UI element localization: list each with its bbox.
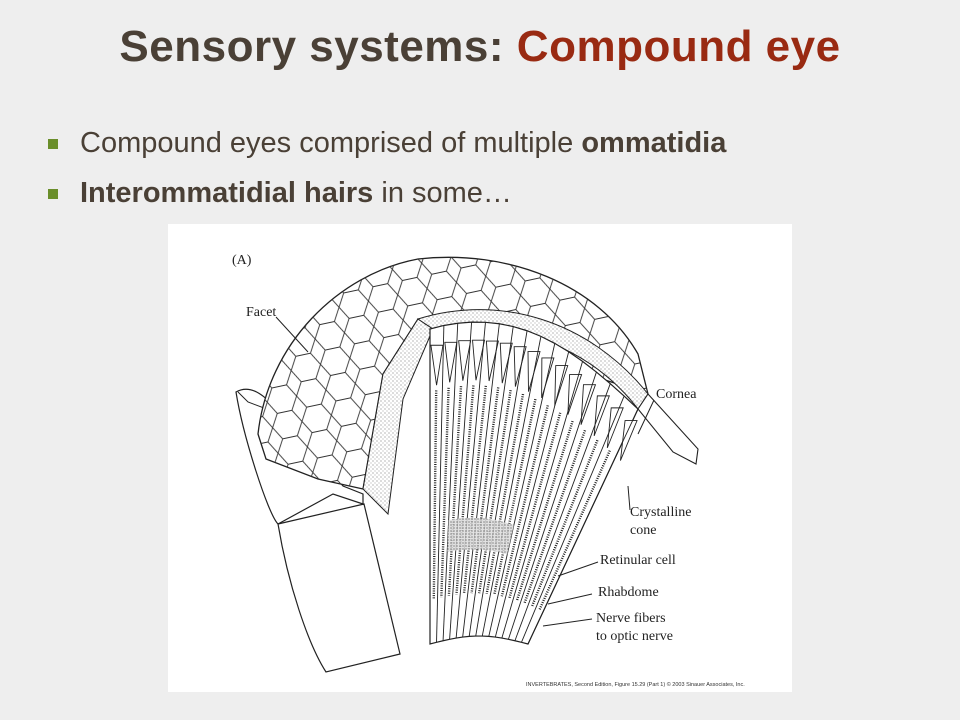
label-nerve-fibers: Nerve fibers <box>596 611 666 626</box>
compound-eye-diagram: (A) Facet Cornea Crystalline <box>168 224 792 692</box>
bullet-list: Compound eyes comprised of multiple omma… <box>48 118 726 218</box>
svg-text:(A): (A) <box>232 253 252 268</box>
compound-eye-figure: (A) Facet Cornea Crystalline <box>168 224 792 692</box>
bullet-text: Interommatidial hairs in some… <box>80 177 512 210</box>
label-nerve-fibers-2: to optic nerve <box>596 629 673 644</box>
bullet-square-icon <box>48 139 58 149</box>
panel-label: (A) <box>232 253 252 268</box>
figure-credit: INVERTEBRATES, Second Edition, Figure 15… <box>526 681 745 688</box>
label-cornea: Cornea <box>656 387 697 402</box>
cornea-flange <box>638 394 698 464</box>
bullet-item: Compound eyes comprised of multiple omma… <box>48 118 726 168</box>
title-part-2: Compound eye <box>517 22 841 71</box>
bullet-square-icon <box>48 189 58 199</box>
bullet-text: Compound eyes comprised of multiple omma… <box>80 127 726 160</box>
label-rhabdome: Rhabdome <box>598 585 659 600</box>
title-part-1: Sensory systems: <box>119 22 504 71</box>
label-crystalline-cone: Crystalline <box>630 505 691 520</box>
shell-side <box>278 504 400 672</box>
label-crystalline-cone-2: cone <box>630 523 656 538</box>
label-facet: Facet <box>246 305 276 320</box>
label-retinular-cell: Retinular cell <box>600 553 676 568</box>
slide-title: Sensory systems: Compound eye <box>0 22 960 72</box>
bullet-item: Interommatidial hairs in some… <box>48 168 726 218</box>
